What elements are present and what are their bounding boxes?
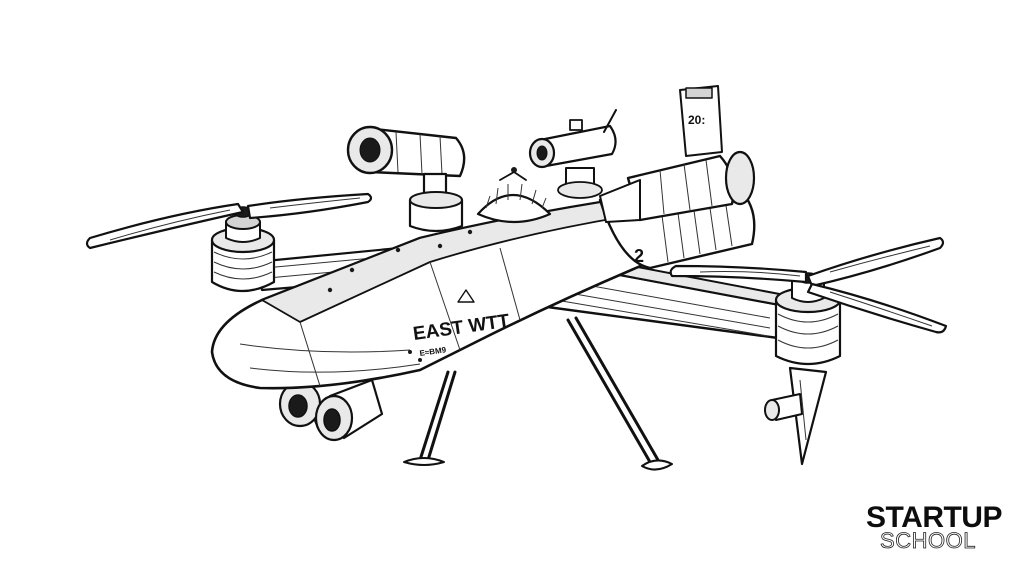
landing-gear bbox=[403, 316, 673, 471]
logo-line-2: SCHOOL bbox=[880, 528, 976, 553]
fuselage-sublabel: E≈BM9 bbox=[419, 345, 447, 358]
display-unit: 20: bbox=[679, 85, 723, 157]
sensor-dome bbox=[476, 167, 552, 224]
left-propeller bbox=[85, 192, 373, 250]
startup-school-logo: STARTUP SCHOOL bbox=[866, 503, 1002, 552]
fuselage: EAST WTT E≈BM9 bbox=[210, 194, 652, 390]
left-motor bbox=[210, 206, 276, 292]
side-number: 2 bbox=[634, 246, 644, 266]
rear-engine bbox=[599, 150, 756, 223]
camera-pod bbox=[346, 125, 466, 233]
logo-line-1: STARTUP bbox=[866, 501, 1002, 534]
display-readout: 20: bbox=[688, 113, 705, 127]
right-propeller bbox=[669, 236, 948, 334]
right-motor bbox=[764, 272, 842, 466]
small-scope bbox=[528, 109, 617, 199]
